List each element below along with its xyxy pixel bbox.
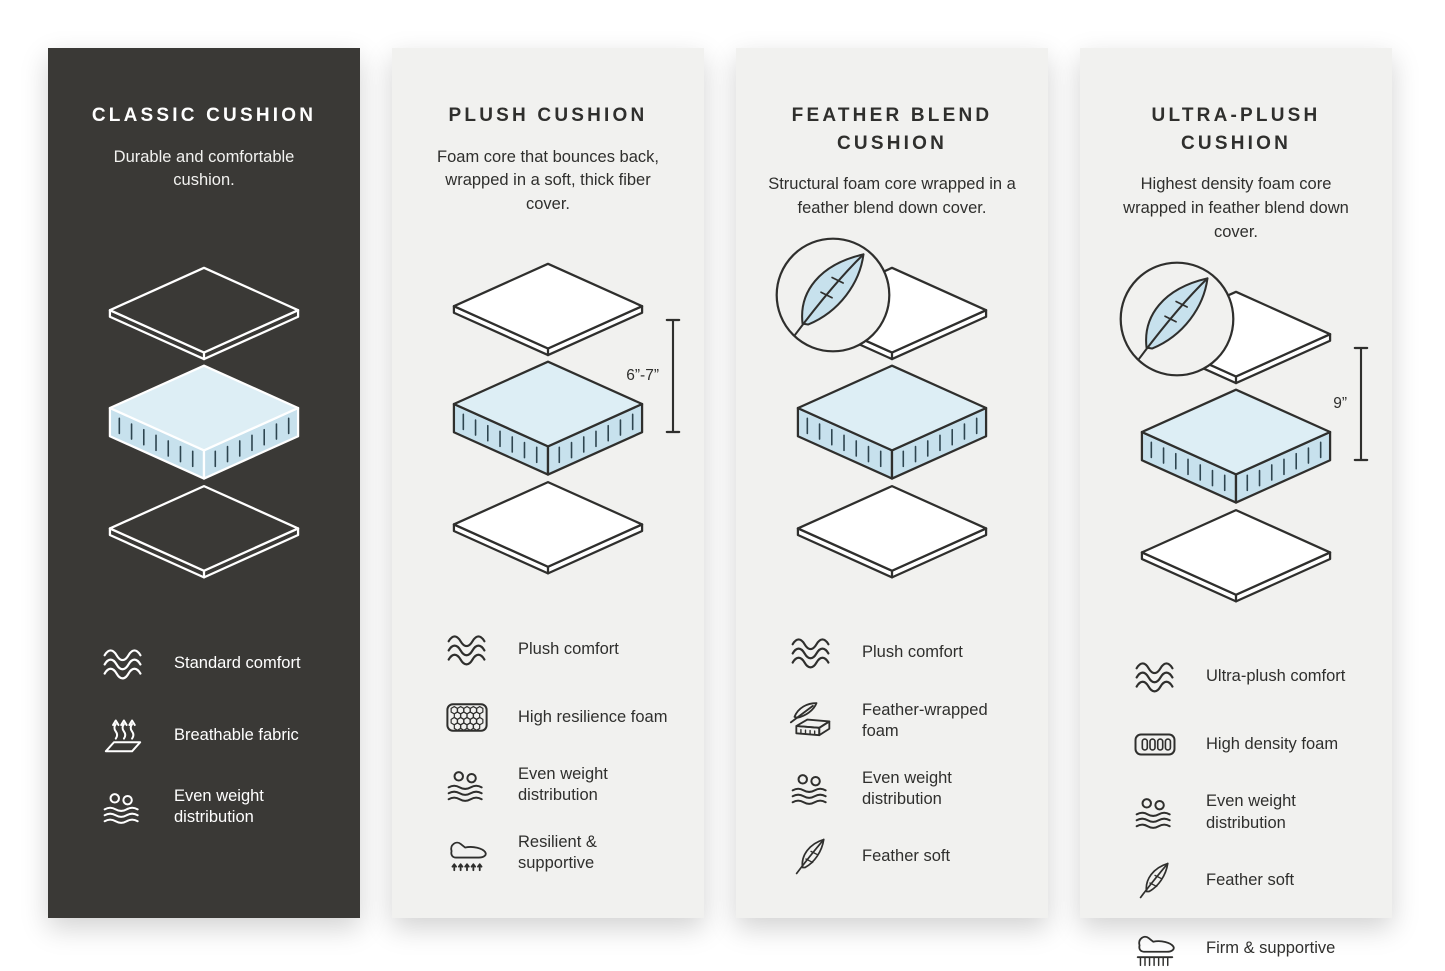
card-classic-cushion: CLASSIC CUSHION Durable and comfortable … — [48, 48, 360, 918]
feature-item: Resilient & supportive — [438, 831, 678, 875]
card-description: Highest density foam core wrapped in fea… — [1123, 175, 1349, 241]
feature-label: Feather soft — [1206, 871, 1295, 890]
feature-list: Standard comfort Breathable fabric Even … — [94, 641, 334, 829]
card-title: PLUSH CUSHION — [448, 105, 648, 126]
waves-icon — [1126, 655, 1184, 699]
feature-label: Breathable fabric — [174, 725, 299, 744]
measurement-bracket-icon — [1353, 341, 1369, 467]
feature-item: High density foam — [1126, 723, 1366, 767]
feather-badge-icon — [773, 235, 893, 355]
feature-item: Feather-wrapped foam — [782, 699, 1022, 743]
measurement-bracket-icon — [665, 313, 681, 439]
feature-label: Firm & supportive — [1206, 939, 1336, 958]
feature-item: Breathable fabric — [94, 713, 334, 757]
measurement-value: 9” — [1333, 394, 1347, 412]
card-description: Durable and comfortable cushion. — [113, 147, 295, 190]
feature-item: Even weight distribution — [782, 767, 1022, 811]
cushion-stack-illustration — [91, 265, 317, 583]
feature-list: Ultra-plush comfort High density foam Ev… — [1126, 655, 1366, 971]
feature-label: Plush comfort — [518, 639, 619, 658]
even-weight-icon — [438, 763, 496, 807]
feature-label: Even weight distribution — [174, 786, 264, 827]
card-title: CLASSIC CUSHION — [91, 105, 317, 126]
feature-item: High resilience foam — [438, 695, 678, 739]
feature-item: Standard comfort — [94, 641, 334, 685]
card-plush-cushion: PLUSH CUSHION Foam core that bounces bac… — [392, 48, 704, 918]
feather-badge-icon — [1117, 259, 1237, 379]
card-description: Structural foam core wrapped in a feathe… — [768, 175, 1016, 218]
feature-label: Even weight distribution — [518, 764, 608, 805]
resilient-icon — [438, 831, 496, 875]
feature-label: Feather-wrapped foam — [862, 700, 988, 740]
feature-label: High density foam — [1206, 735, 1339, 754]
card-feather-blend-cushion: FEATHER BLEND CUSHION Structural foam co… — [736, 48, 1048, 918]
feature-label: Ultra-plush comfort — [1206, 667, 1346, 686]
feature-label: Even weight distribution — [862, 768, 952, 808]
card-row: CLASSIC CUSHION Durable and comfortable … — [48, 48, 1392, 918]
feature-item: Ultra-plush comfort — [1126, 655, 1366, 699]
feature-label: Feather soft — [862, 847, 951, 866]
feature-item: Plush comfort — [782, 631, 1022, 675]
even-weight-icon — [94, 785, 152, 829]
foam-cells-icon — [438, 695, 496, 739]
waves-icon — [438, 627, 496, 671]
feather-icon — [1126, 859, 1184, 903]
card-ultra-plush-cushion: ULTRA-PLUSH CUSHION Highest density foam… — [1080, 48, 1392, 918]
feature-item: Even weight distribution — [438, 763, 678, 807]
cushion-layers-diagram: 9” — [1123, 289, 1349, 611]
feature-label: Plush comfort — [862, 643, 963, 662]
waves-icon — [94, 641, 152, 685]
card-title: ULTRA-PLUSH CUSHION — [1151, 105, 1321, 154]
cushion-layers-diagram: 6”-7” — [435, 261, 661, 583]
feature-list: Plush comfort High resilience foam Even … — [438, 627, 678, 875]
firm-supportive-icon — [1126, 927, 1184, 971]
feature-label: Standard comfort — [174, 653, 301, 672]
feature-label: Resilient & supportive — [518, 832, 597, 873]
height-measurement: 6”-7” — [626, 313, 681, 439]
feather-icon — [782, 835, 840, 879]
feature-label: High resilience foam — [518, 707, 668, 726]
feature-list: Plush comfort Feather-wrapped foam Even … — [782, 631, 1022, 879]
even-weight-icon — [1126, 791, 1184, 835]
even-weight-icon — [782, 767, 840, 811]
card-description: Foam core that bounces back, wrapped in … — [437, 147, 659, 214]
breathable-fabric-icon — [94, 713, 152, 757]
feature-item: Even weight distribution — [1126, 791, 1366, 835]
card-title: FEATHER BLEND CUSHION — [791, 105, 993, 154]
feature-item: Plush comfort — [438, 627, 678, 671]
measurement-value: 6”-7” — [626, 367, 659, 385]
height-measurement: 9” — [1333, 341, 1369, 467]
feature-label: Even weight distribution — [1206, 792, 1296, 832]
feature-item: Feather soft — [1126, 859, 1366, 903]
feature-item: Feather soft — [782, 835, 1022, 879]
feature-item: Firm & supportive — [1126, 927, 1366, 971]
cushion-layers-diagram — [779, 265, 1005, 587]
cushion-layers-diagram — [91, 265, 317, 587]
waves-icon — [782, 631, 840, 675]
feather-foam-icon — [782, 699, 840, 743]
feature-item: Even weight distribution — [94, 785, 334, 829]
density-foam-icon — [1126, 723, 1184, 767]
